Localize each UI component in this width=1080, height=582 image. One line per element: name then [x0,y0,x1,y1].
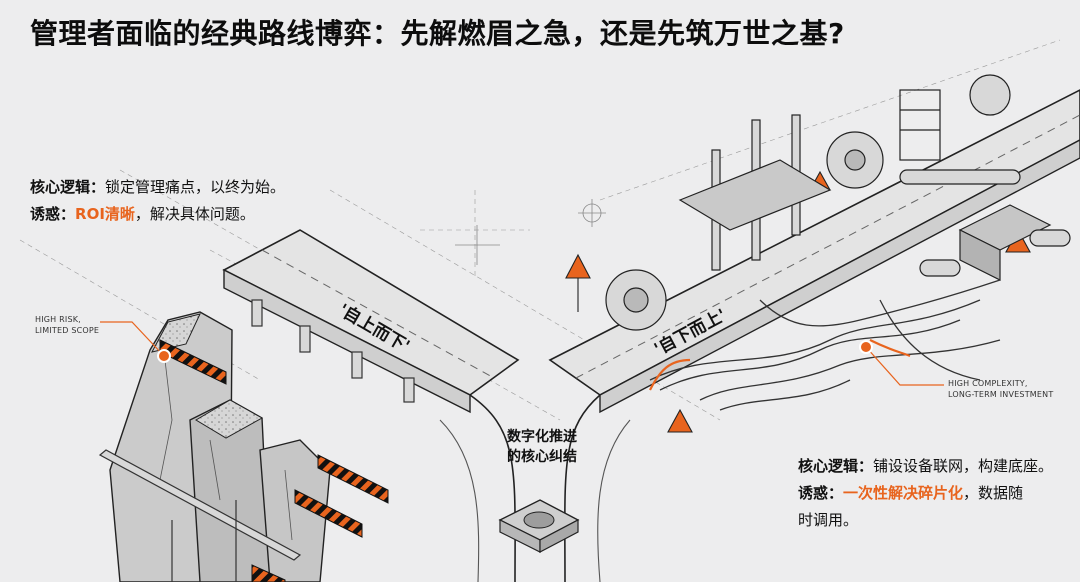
temptation-highlight: ROI清晰 [75,205,135,223]
left-callout-line1: HIGH RISK, [35,315,81,324]
cliff-rock [98,311,331,582]
hazard-barriers [159,339,389,582]
top-down-temptation-line: 诱惑：ROI清晰，解决具体问题。 [30,201,285,228]
callout-dots [157,340,873,363]
logic-key: 核心逻辑： [30,178,106,196]
temptation-text: ，解决具体问题。 [134,205,255,223]
crosshair-marks [455,199,606,265]
junction-lanes [439,394,631,582]
top-down-logic-line: 核心逻辑：锁定管理痛点，以终为始。 [30,174,285,201]
callout-leaders [100,321,944,386]
cable-bundle [649,279,1001,411]
temptation-key: 诱惑： [30,205,76,223]
junction-label: 数字化推进 的核心纠结 [482,427,602,467]
industrial-machinery [605,74,1071,331]
top-down-notes: 核心逻辑：锁定管理痛点，以终为始。 诱惑：ROI清晰，解决具体问题。 [30,174,285,228]
left-callout-line2: LIMITED SCOPE [35,326,100,335]
logic-text: 锁定管理痛点，以终为始。 [105,178,286,196]
junction-plate [498,499,580,553]
logic-key: 核心逻辑： [798,457,874,475]
temptation-text: ，数据随 [963,484,1024,502]
right-callout-label: HIGH COMPLEXITY, LONG-TERM INVESTMENT [948,378,1053,400]
temptation-key: 诱惑： [798,484,844,502]
logic-text: 铺设设备联网，构建底座。 [873,457,1054,475]
bottom-up-temptation-line-cont: 时调用。 [798,511,859,529]
left-road [222,229,520,414]
right-callout-line1: HIGH COMPLEXITY, [948,379,1028,388]
temptation-highlight: 一次性解决碎片化 [843,484,964,502]
bottom-up-notes: 核心逻辑：铺设设备联网，构建底座。 诱惑：一次性解决碎片化，数据随 时调用。 [798,453,1053,534]
junction-label-line2: 的核心纠结 [507,449,577,465]
bottom-up-temptation-line: 诱惑：一次性解决碎片化，数据随 [798,480,1053,507]
bottom-up-logic-line: 核心逻辑：铺设设备联网，构建底座。 [798,453,1053,480]
right-callout-line2: LONG-TERM INVESTMENT [948,390,1054,399]
junction-label-line1: 数字化推进 [507,429,577,445]
page-title: 管理者面临的经典路线博弈：先解燃眉之急，还是先筑万世之基? [30,17,845,50]
left-callout-label: HIGH RISK, LIMITED SCOPE [35,314,99,336]
